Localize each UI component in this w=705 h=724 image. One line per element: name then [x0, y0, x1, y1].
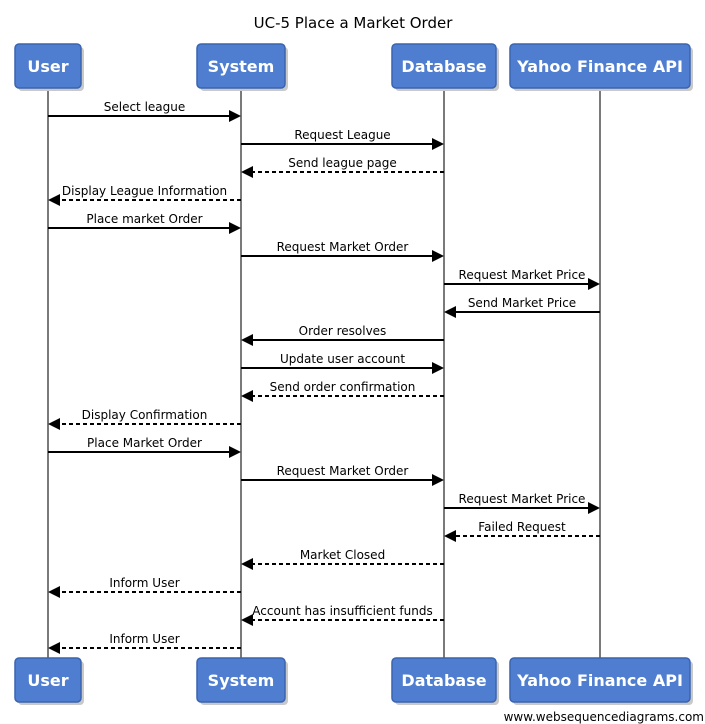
actor-label: System: [208, 671, 275, 690]
arrowhead-icon: [444, 530, 456, 542]
actor-yahoo-top: Yahoo Finance API: [509, 43, 693, 91]
message: Request Market Price: [444, 268, 600, 290]
message-label: Display League Information: [62, 184, 227, 198]
arrowhead-icon: [432, 250, 444, 262]
message-label: Display Confirmation: [82, 408, 208, 422]
actors-bottom: User System Database Yahoo Finance API: [14, 657, 693, 705]
arrowhead-icon: [48, 418, 60, 430]
actor-label: Database: [401, 671, 486, 690]
message-label: Send Market Price: [468, 296, 576, 310]
arrowhead-icon: [432, 362, 444, 374]
message-label: Place market Order: [86, 212, 202, 226]
message-label: Request Market Price: [459, 492, 586, 506]
message-label: Failed Request: [478, 520, 566, 534]
message: Update user account: [241, 352, 444, 374]
message-label: Send league page: [288, 156, 397, 170]
actor-box: [14, 657, 82, 703]
message-label: Place Market Order: [87, 436, 202, 450]
actor-database-top: Database: [391, 43, 499, 91]
message: Display Confirmation: [48, 408, 241, 430]
message-label: Request Market Price: [459, 268, 586, 282]
arrowhead-icon: [229, 446, 241, 458]
message: Display League Information: [48, 184, 241, 206]
arrowhead-icon: [588, 278, 600, 290]
actor-label: Database: [401, 57, 486, 76]
actor-system-bottom: System: [196, 657, 288, 705]
actor-label: System: [208, 57, 275, 76]
message: Request Market Price: [444, 492, 600, 514]
message-label: Request Market Order: [277, 464, 409, 478]
message: Request Market Order: [241, 464, 444, 486]
arrowhead-icon: [241, 558, 253, 570]
footer-watermark: www.websequencediagrams.com: [504, 710, 704, 724]
message: Market Closed: [241, 548, 444, 570]
actor-label: Yahoo Finance API: [516, 671, 683, 690]
message: Request League: [241, 128, 444, 150]
message: Order resolves: [241, 324, 444, 346]
actor-yahoo-bottom: Yahoo Finance API: [509, 657, 693, 705]
actors-top: User System Database Yahoo Finance API: [14, 43, 693, 91]
arrowhead-icon: [588, 502, 600, 514]
actor-system-top: System: [196, 43, 288, 91]
message: Select league: [48, 100, 241, 122]
actor-database-bottom: Database: [391, 657, 499, 705]
actor-box: [391, 43, 497, 89]
arrowhead-icon: [48, 642, 60, 654]
diagram-title: UC-5 Place a Market Order: [254, 14, 454, 32]
message-label: Order resolves: [299, 324, 387, 338]
actor-user-top: User: [14, 43, 84, 91]
message-label: Update user account: [280, 352, 405, 366]
arrowhead-icon: [241, 614, 253, 626]
arrowhead-icon: [241, 166, 253, 178]
message: Inform User: [48, 632, 241, 654]
arrowhead-icon: [444, 306, 456, 318]
actor-label: User: [27, 671, 68, 690]
message-label: Inform User: [109, 632, 179, 646]
arrowhead-icon: [241, 390, 253, 402]
actor-box: [196, 43, 286, 89]
message: Inform User: [48, 576, 241, 598]
arrowhead-icon: [48, 194, 60, 206]
message: Send Market Price: [444, 296, 600, 318]
arrowhead-icon: [432, 138, 444, 150]
arrowhead-icon: [241, 334, 253, 346]
message: Request Market Order: [241, 240, 444, 262]
message-label: Account has insufficient funds: [252, 604, 432, 618]
lifelines: [47, 88, 601, 658]
actor-user-bottom: User: [14, 657, 84, 705]
message: Account has insufficient funds: [241, 604, 444, 626]
actor-label: Yahoo Finance API: [516, 57, 683, 76]
message: Send league page: [241, 156, 444, 178]
actor-box: [196, 657, 286, 703]
arrowhead-icon: [432, 474, 444, 486]
actor-box: [14, 43, 82, 89]
actor-box: [509, 657, 691, 703]
message-label: Request League: [294, 128, 390, 142]
actor-label: User: [27, 57, 68, 76]
arrowhead-icon: [229, 110, 241, 122]
arrowhead-icon: [48, 586, 60, 598]
message: Failed Request: [444, 520, 600, 542]
actor-box: [509, 43, 691, 89]
message: Place Market Order: [48, 436, 241, 458]
message: Place market Order: [48, 212, 241, 234]
message-label: Inform User: [109, 576, 179, 590]
arrowhead-icon: [229, 222, 241, 234]
message-label: Send order confirmation: [270, 380, 416, 394]
message-label: Market Closed: [300, 548, 385, 562]
message: Send order confirmation: [241, 380, 444, 402]
message-label: Select league: [104, 100, 186, 114]
actor-box: [391, 657, 497, 703]
message-label: Request Market Order: [277, 240, 409, 254]
